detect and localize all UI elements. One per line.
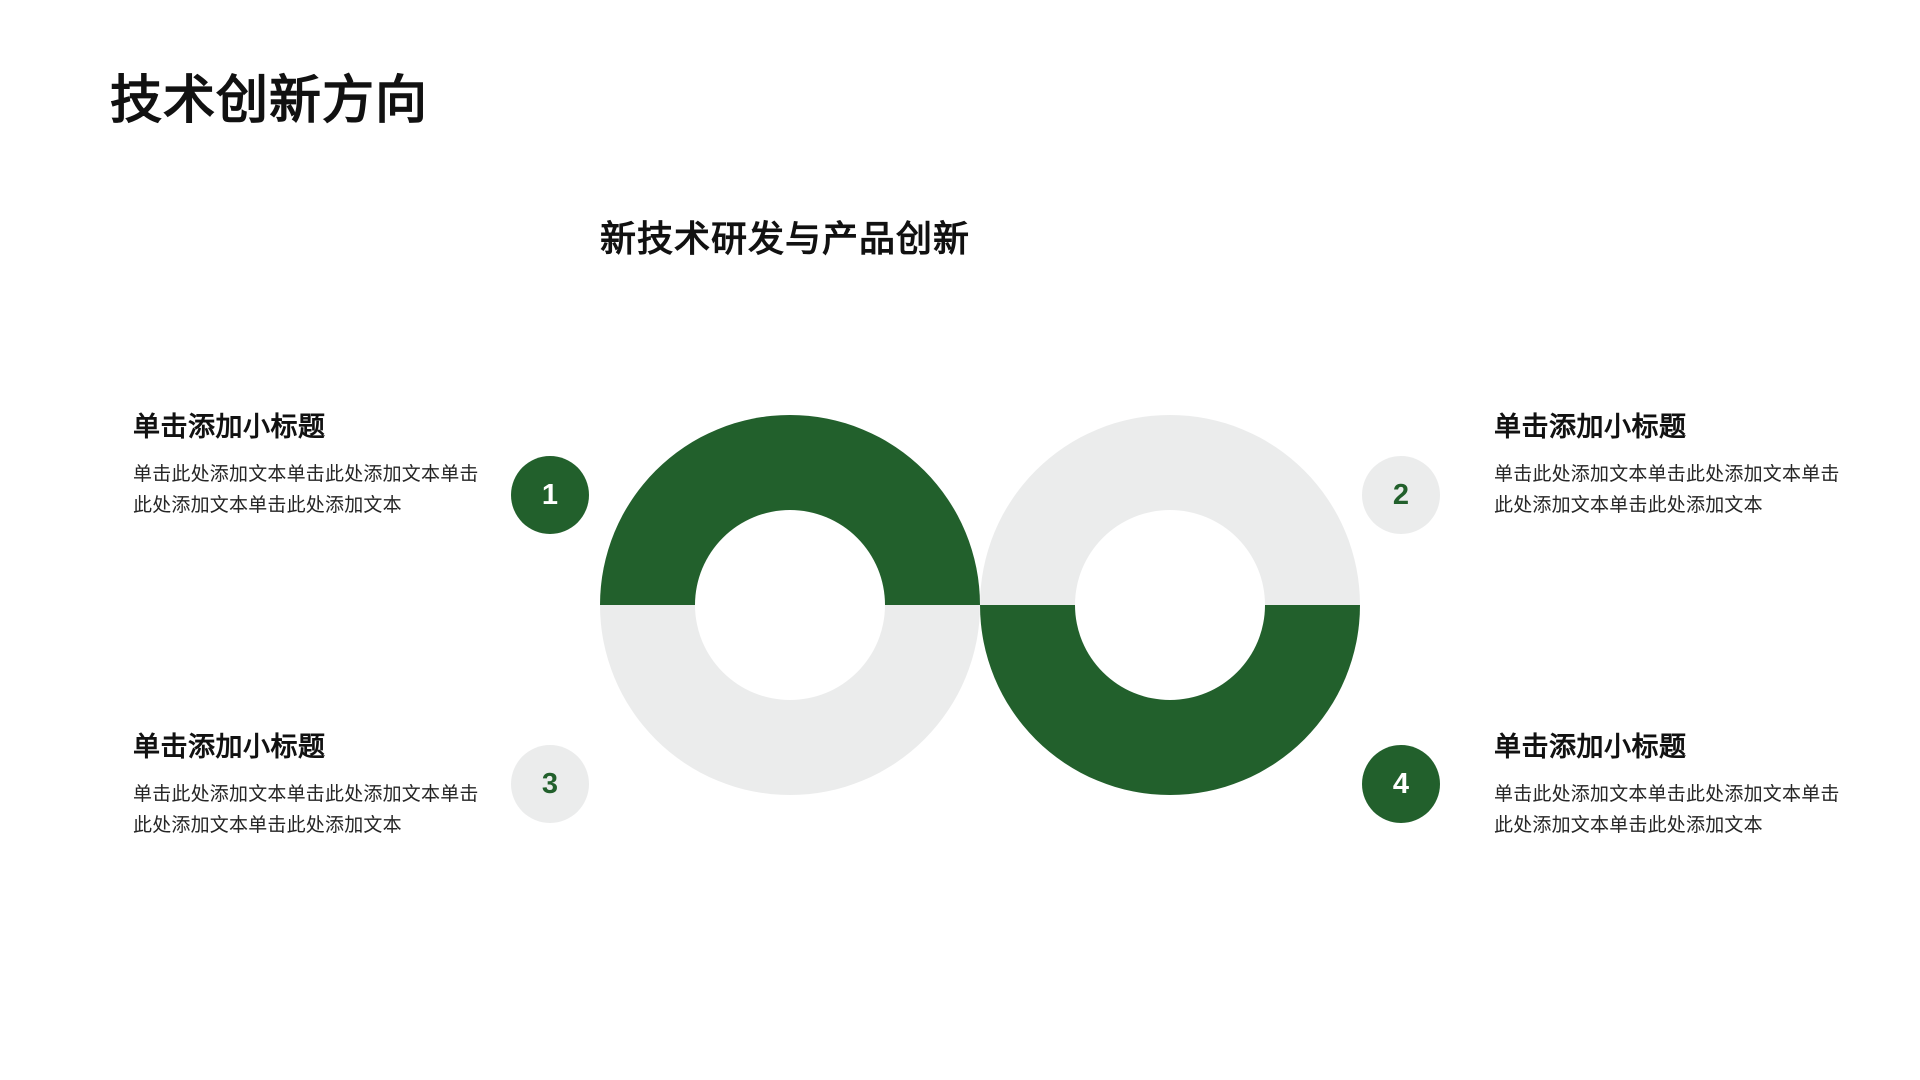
item-4-body: 单击此处添加文本单击此处添加文本单击此处添加文本单击此处添加文本 bbox=[1494, 784, 1840, 836]
right-ring-top-half bbox=[980, 415, 1360, 605]
content-item-3[interactable]: 单击添加小标题 单击此处添加文本单击此处添加文本单击此处添加文本单击此处添加文本 bbox=[133, 725, 485, 842]
right-ring bbox=[980, 415, 1360, 795]
item-4-heading: 单击添加小标题 bbox=[1494, 732, 1687, 762]
content-item-4[interactable]: 单击添加小标题 单击此处添加文本单击此处添加文本单击此处添加文本单击此处添加文本 bbox=[1494, 725, 1846, 842]
page-title: 技术创新方向 bbox=[110, 72, 429, 130]
left-ring bbox=[600, 415, 980, 795]
number-badge-2[interactable]: 2 bbox=[1362, 456, 1440, 534]
infinity-donut-graphic bbox=[600, 415, 1360, 795]
item-1-heading: 单击添加小标题 bbox=[133, 412, 326, 442]
left-ring-top-half bbox=[600, 415, 980, 605]
content-item-2[interactable]: 单击添加小标题 单击此处添加文本单击此处添加文本单击此处添加文本单击此处添加文本 bbox=[1494, 405, 1846, 522]
item-2-heading: 单击添加小标题 bbox=[1494, 412, 1687, 442]
item-2-body: 单击此处添加文本单击此处添加文本单击此处添加文本单击此处添加文本 bbox=[1494, 464, 1840, 516]
item-3-body: 单击此处添加文本单击此处添加文本单击此处添加文本单击此处添加文本 bbox=[133, 784, 479, 836]
content-item-1[interactable]: 单击添加小标题 单击此处添加文本单击此处添加文本单击此处添加文本单击此处添加文本 bbox=[133, 405, 485, 522]
number-badge-4[interactable]: 4 bbox=[1362, 745, 1440, 823]
right-ring-bottom-half bbox=[980, 605, 1360, 795]
number-badge-1[interactable]: 1 bbox=[511, 456, 589, 534]
left-ring-bottom-half bbox=[600, 605, 980, 795]
item-3-heading: 单击添加小标题 bbox=[133, 732, 326, 762]
section-subtitle: 新技术研发与产品创新 bbox=[599, 218, 970, 259]
item-1-body: 单击此处添加文本单击此处添加文本单击此处添加文本单击此处添加文本 bbox=[133, 464, 479, 516]
number-badge-3[interactable]: 3 bbox=[511, 745, 589, 823]
